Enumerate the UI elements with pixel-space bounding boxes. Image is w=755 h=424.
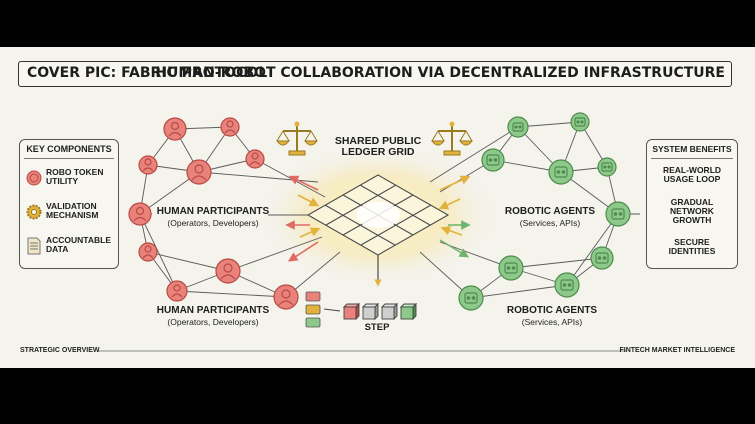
robot-node-icon — [570, 112, 590, 132]
scales-icon-left — [275, 121, 319, 156]
key-components-panel: KEY COMPONENTS ROBO TOKEN UTILITY VALIDA… — [19, 139, 119, 269]
human-group-upper-label: HUMAN PARTICIPANTS (Operators, Developer… — [148, 206, 278, 228]
human-node-icon — [138, 242, 158, 262]
header-left-title: COVER PIC: FABRIC PROTOCOL — [27, 65, 268, 81]
component-label-line1: ACCOUNTABLE — [46, 235, 112, 245]
robot-nodes — [458, 112, 631, 311]
network-diagram — [97, 112, 640, 352]
system-benefits-panel: SYSTEM BENEFITS REAL-WORLD USAGE LOOP GR… — [646, 139, 738, 269]
human-group-lower-label: HUMAN PARTICIPANTS (Operators, Developer… — [148, 305, 278, 327]
footer-left: STRATEGIC OVERVIEW — [20, 347, 100, 354]
human-node-icon — [273, 284, 299, 310]
robot-node-icon — [590, 246, 614, 270]
robot-group-lower-label: ROBOTIC AGENTS (Services, APIs) — [492, 305, 612, 327]
robot-node-icon — [597, 157, 617, 177]
scales-icon-right — [430, 121, 474, 156]
gear-icon — [26, 204, 42, 220]
robot-group-title: ROBOTIC AGENTS — [504, 206, 596, 217]
human-node-icon — [245, 149, 265, 169]
coin-icon — [26, 170, 42, 186]
document-icon — [27, 237, 41, 255]
diagram-canvas: COVER PIC: FABRIC PROTOCOL HUMAN-ROBOT C… — [0, 47, 755, 368]
human-group-title: HUMAN PARTICIPANTS — [156, 305, 270, 316]
component-label-line1: ROBO TOKEN — [46, 167, 104, 177]
human-node-icon — [220, 117, 240, 137]
benefit-line: GRADUAL — [670, 197, 714, 207]
benefit-line: USAGE LOOP — [663, 173, 721, 184]
benefit-line: SECURE — [674, 237, 710, 247]
human-node-icon — [138, 155, 158, 175]
human-group-subtitle: (Operators, Developers) — [167, 217, 259, 228]
step-label: STEP — [364, 322, 390, 333]
robot-node-icon — [498, 255, 524, 281]
robot-node-icon — [548, 159, 574, 185]
robot-group-upper-label: ROBOTIC AGENTS (Services, APIs) — [490, 206, 610, 228]
data-documents — [305, 291, 321, 328]
robot-node-icon — [458, 285, 484, 311]
human-node-icon — [163, 117, 187, 141]
header-bar: COVER PIC: FABRIC PROTOCOL HUMAN-ROBOT C… — [18, 61, 732, 87]
robot-node-icon — [481, 148, 505, 172]
ledger-label-line1: SHARED PUBLIC — [334, 135, 422, 147]
robot-group-subtitle: (Services, APIs) — [519, 217, 581, 228]
robot-group-title: ROBOTIC AGENTS — [506, 305, 598, 316]
human-nodes — [128, 117, 299, 310]
benefit-usage-loop: REAL-WORLD USAGE LOOP — [647, 166, 737, 184]
system-benefits-title: SYSTEM BENEFITS — [651, 145, 733, 159]
benefit-line: REAL-WORLD — [662, 165, 722, 175]
benefit-network-growth: GRADUAL NETWORK GROWTH — [647, 198, 737, 225]
human-node-icon — [128, 202, 152, 226]
robot-node-icon — [605, 201, 631, 227]
benefit-secure-identities: SECURE IDENTITIES — [647, 238, 737, 256]
benefit-line: IDENTITIES — [668, 245, 716, 256]
component-label-line2: DATA — [46, 243, 69, 254]
step-blocks — [323, 302, 418, 321]
robot-group-subtitle: (Services, APIs) — [521, 316, 583, 327]
robot-node-icon — [507, 116, 529, 138]
benefit-line: NETWORK — [670, 205, 714, 216]
ledger-label: SHARED PUBLIC LEDGER GRID — [318, 135, 438, 159]
human-node-icon — [215, 258, 241, 284]
flow-arrows — [285, 175, 471, 287]
human-node-icon — [166, 280, 188, 302]
footer-right: FINTECH MARKET INTELLIGENCE — [619, 347, 736, 354]
robot-node-icon — [554, 272, 580, 298]
ledger-label-line2: LEDGER GRID — [341, 146, 415, 159]
key-components-title: KEY COMPONENTS — [24, 144, 114, 160]
header-right-title: HUMAN-ROBOT COLLABORATION VIA DECENTRALI… — [155, 65, 725, 81]
component-label-line1: VALIDATION — [46, 201, 97, 211]
benefit-line: GROWTH — [672, 214, 712, 225]
human-node-icon — [186, 159, 212, 185]
human-group-title: HUMAN PARTICIPANTS — [156, 206, 270, 217]
component-label-line2: UTILITY — [46, 175, 79, 186]
human-group-subtitle: (Operators, Developers) — [167, 316, 259, 327]
component-label-line2: MECHANISM — [46, 209, 99, 220]
